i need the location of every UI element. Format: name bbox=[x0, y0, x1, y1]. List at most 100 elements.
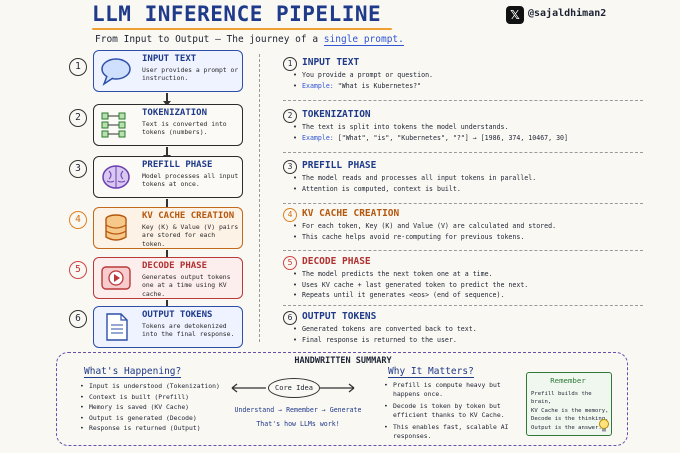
detail-bullet: Attention is computed, context is built. bbox=[293, 184, 663, 195]
flow-arrow bbox=[163, 93, 171, 106]
section-divider bbox=[283, 203, 643, 204]
detail-bullets: The text is split into tokens the model … bbox=[293, 122, 663, 143]
section-divider bbox=[283, 100, 643, 101]
step-number-5: 5 bbox=[69, 261, 87, 279]
detail-title: INPUT TEXT bbox=[302, 57, 360, 68]
lightbulb-icon bbox=[599, 419, 609, 432]
card-desc: Generates output tokens one at a time us… bbox=[142, 273, 231, 298]
detail-bullet: The model predicts the next token one at… bbox=[293, 269, 663, 280]
detail-bullet: Generated tokens are converted back to t… bbox=[293, 324, 663, 335]
card-desc: Text is converted into tokens (numbers). bbox=[142, 120, 227, 137]
subtitle-text: From Input to Output – The journey of a bbox=[95, 34, 324, 45]
remember-line: KV Cache is the memory, bbox=[531, 407, 609, 414]
list-item: Decode is token by token but efficient t… bbox=[384, 402, 520, 420]
list-item: Prefill is compute heavy but happens onc… bbox=[384, 381, 520, 399]
core-idea-arrows bbox=[231, 383, 355, 393]
detail-title: KV CACHE CREATION bbox=[302, 208, 400, 219]
pipeline-card-kv-cache: KV CACHE CREATION Key (K) & Value (V) pa… bbox=[93, 207, 243, 249]
detail-number: 3 bbox=[283, 160, 297, 174]
step-number-3: 3 bbox=[69, 160, 87, 178]
token-grid-icon bbox=[101, 112, 126, 138]
step-number-1: 1 bbox=[69, 58, 87, 76]
detail-title: DECODE PHASE bbox=[302, 256, 371, 267]
step-number-2: 2 bbox=[69, 109, 87, 127]
pipeline-card-input-text: INPUT TEXT User provides a prompt or ins… bbox=[93, 50, 243, 92]
detail-bullet: The model reads and processes all input … bbox=[293, 173, 663, 184]
detail-bullets: The model reads and processes all input … bbox=[293, 173, 663, 194]
detail-number: 6 bbox=[283, 311, 297, 325]
step-number-6: 6 bbox=[69, 310, 87, 328]
card-desc: User provides a prompt or instruction. bbox=[142, 66, 239, 83]
detail-bullet: Final response is returned to the user. bbox=[293, 335, 663, 346]
card-title: KV CACHE CREATION bbox=[142, 211, 235, 221]
card-title: INPUT TEXT bbox=[142, 54, 197, 64]
example-label: Example: bbox=[302, 133, 334, 142]
card-title: OUTPUT TOKENS bbox=[142, 310, 213, 320]
page-subtitle: From Input to Output – The journey of a … bbox=[95, 34, 425, 46]
list-item: Response is returned (Output) bbox=[80, 423, 220, 434]
example-label: Example: bbox=[302, 81, 334, 90]
core-idea-bubble: Core Idea bbox=[268, 378, 320, 398]
author-handle[interactable]: @sajaldhiman2 bbox=[528, 8, 607, 19]
whats-happening-list: Input is understood (Tokenization) Conte… bbox=[80, 381, 220, 434]
why-it-matters-list: Prefill is compute heavy but happens onc… bbox=[384, 381, 520, 444]
title-underline bbox=[92, 28, 392, 30]
why-it-matters-title: Why It Matters? bbox=[388, 366, 474, 378]
flow-arrow bbox=[163, 147, 171, 160]
card-title: DECODE PHASE bbox=[142, 261, 208, 271]
list-item: Input is understood (Tokenization) bbox=[80, 381, 220, 392]
core-idea-flow: Understand → Remember → Generate bbox=[234, 406, 362, 414]
list-item: Context is built (Prefill) bbox=[80, 392, 220, 403]
card-desc: Key (K) & Value (V) pairs are stored for… bbox=[142, 223, 239, 248]
whats-happening-title: What's Happening? bbox=[84, 366, 182, 378]
remember-title: Remember bbox=[550, 376, 586, 385]
page-title: LLM INFERENCE PIPELINE bbox=[92, 2, 382, 26]
x-logo-icon[interactable]: 𝕏 bbox=[506, 6, 524, 24]
detail-bullet: You provide a prompt or question. bbox=[293, 70, 663, 81]
summary-box bbox=[56, 352, 628, 446]
detail-number: 2 bbox=[283, 109, 297, 123]
detail-title: OUTPUT TOKENS bbox=[302, 311, 377, 322]
detail-example: Example: ["What", "is", "Kubernetes", "?… bbox=[293, 133, 663, 144]
section-divider bbox=[283, 250, 643, 251]
remember-text: Prefill builds the brain, KV Cache is th… bbox=[531, 390, 611, 432]
detail-title: PREFILL PHASE bbox=[302, 160, 377, 171]
detail-bullets: The model predicts the next token one at… bbox=[293, 269, 663, 301]
pipeline-card-prefill: PREFILL PHASE Model processes all input … bbox=[93, 156, 243, 198]
detail-number: 5 bbox=[283, 256, 297, 270]
pipeline-card-tokenization: TOKENIZATION Text is converted into toke… bbox=[93, 104, 243, 146]
detail-bullets: You provide a prompt or question. Exampl… bbox=[293, 70, 663, 91]
remember-line: Decode is the thinking. bbox=[531, 416, 609, 423]
document-icon bbox=[106, 313, 128, 341]
example-value: ["What", "is", "Kubernetes", "?"] → [198… bbox=[337, 133, 568, 142]
subtitle-highlight: single prompt. bbox=[323, 34, 404, 46]
section-divider bbox=[283, 305, 643, 306]
detail-bullet: Uses KV cache + last generated token to … bbox=[293, 280, 663, 291]
list-item: This enables fast, scalable AI responses… bbox=[384, 423, 520, 441]
pipeline-card-output: OUTPUT TOKENS Tokens are detokenized int… bbox=[93, 306, 243, 348]
brain-icon bbox=[102, 165, 130, 189]
database-icon bbox=[105, 214, 127, 241]
detail-bullets: For each token, Key (K) and Value (V) ar… bbox=[293, 221, 663, 242]
detail-title: TOKENIZATION bbox=[302, 109, 371, 120]
detail-bullet: For each token, Key (K) and Value (V) ar… bbox=[293, 221, 663, 232]
card-title: PREFILL PHASE bbox=[142, 160, 213, 170]
detail-bullet: Repeats until it generates <eos> (end of… bbox=[293, 290, 663, 301]
speech-bubble-icon bbox=[101, 58, 131, 86]
play-icon bbox=[101, 266, 131, 290]
detail-number: 1 bbox=[283, 57, 297, 71]
step-number-4: 4 bbox=[69, 211, 87, 229]
detail-bullet: This cache helps avoid re-computing for … bbox=[293, 232, 663, 243]
list-item: Output is generated (Decode) bbox=[80, 413, 220, 424]
detail-bullet: The text is split into tokens the model … bbox=[293, 122, 663, 133]
detail-example: Example: "What is Kubernetes?" bbox=[293, 81, 663, 92]
detail-number: 4 bbox=[283, 208, 297, 222]
card-title: TOKENIZATION bbox=[142, 108, 208, 118]
card-desc: Model processes all input tokens at once… bbox=[142, 172, 239, 189]
detail-bullets: Generated tokens are converted back to t… bbox=[293, 324, 663, 345]
card-desc: Tokens are detokenized into the final re… bbox=[142, 322, 235, 339]
section-divider bbox=[283, 152, 643, 153]
remember-line: Output is the answer. bbox=[531, 424, 602, 431]
example-value: "What is Kubernetes?" bbox=[337, 81, 422, 90]
remember-line: Prefill builds the brain, bbox=[531, 391, 592, 406]
